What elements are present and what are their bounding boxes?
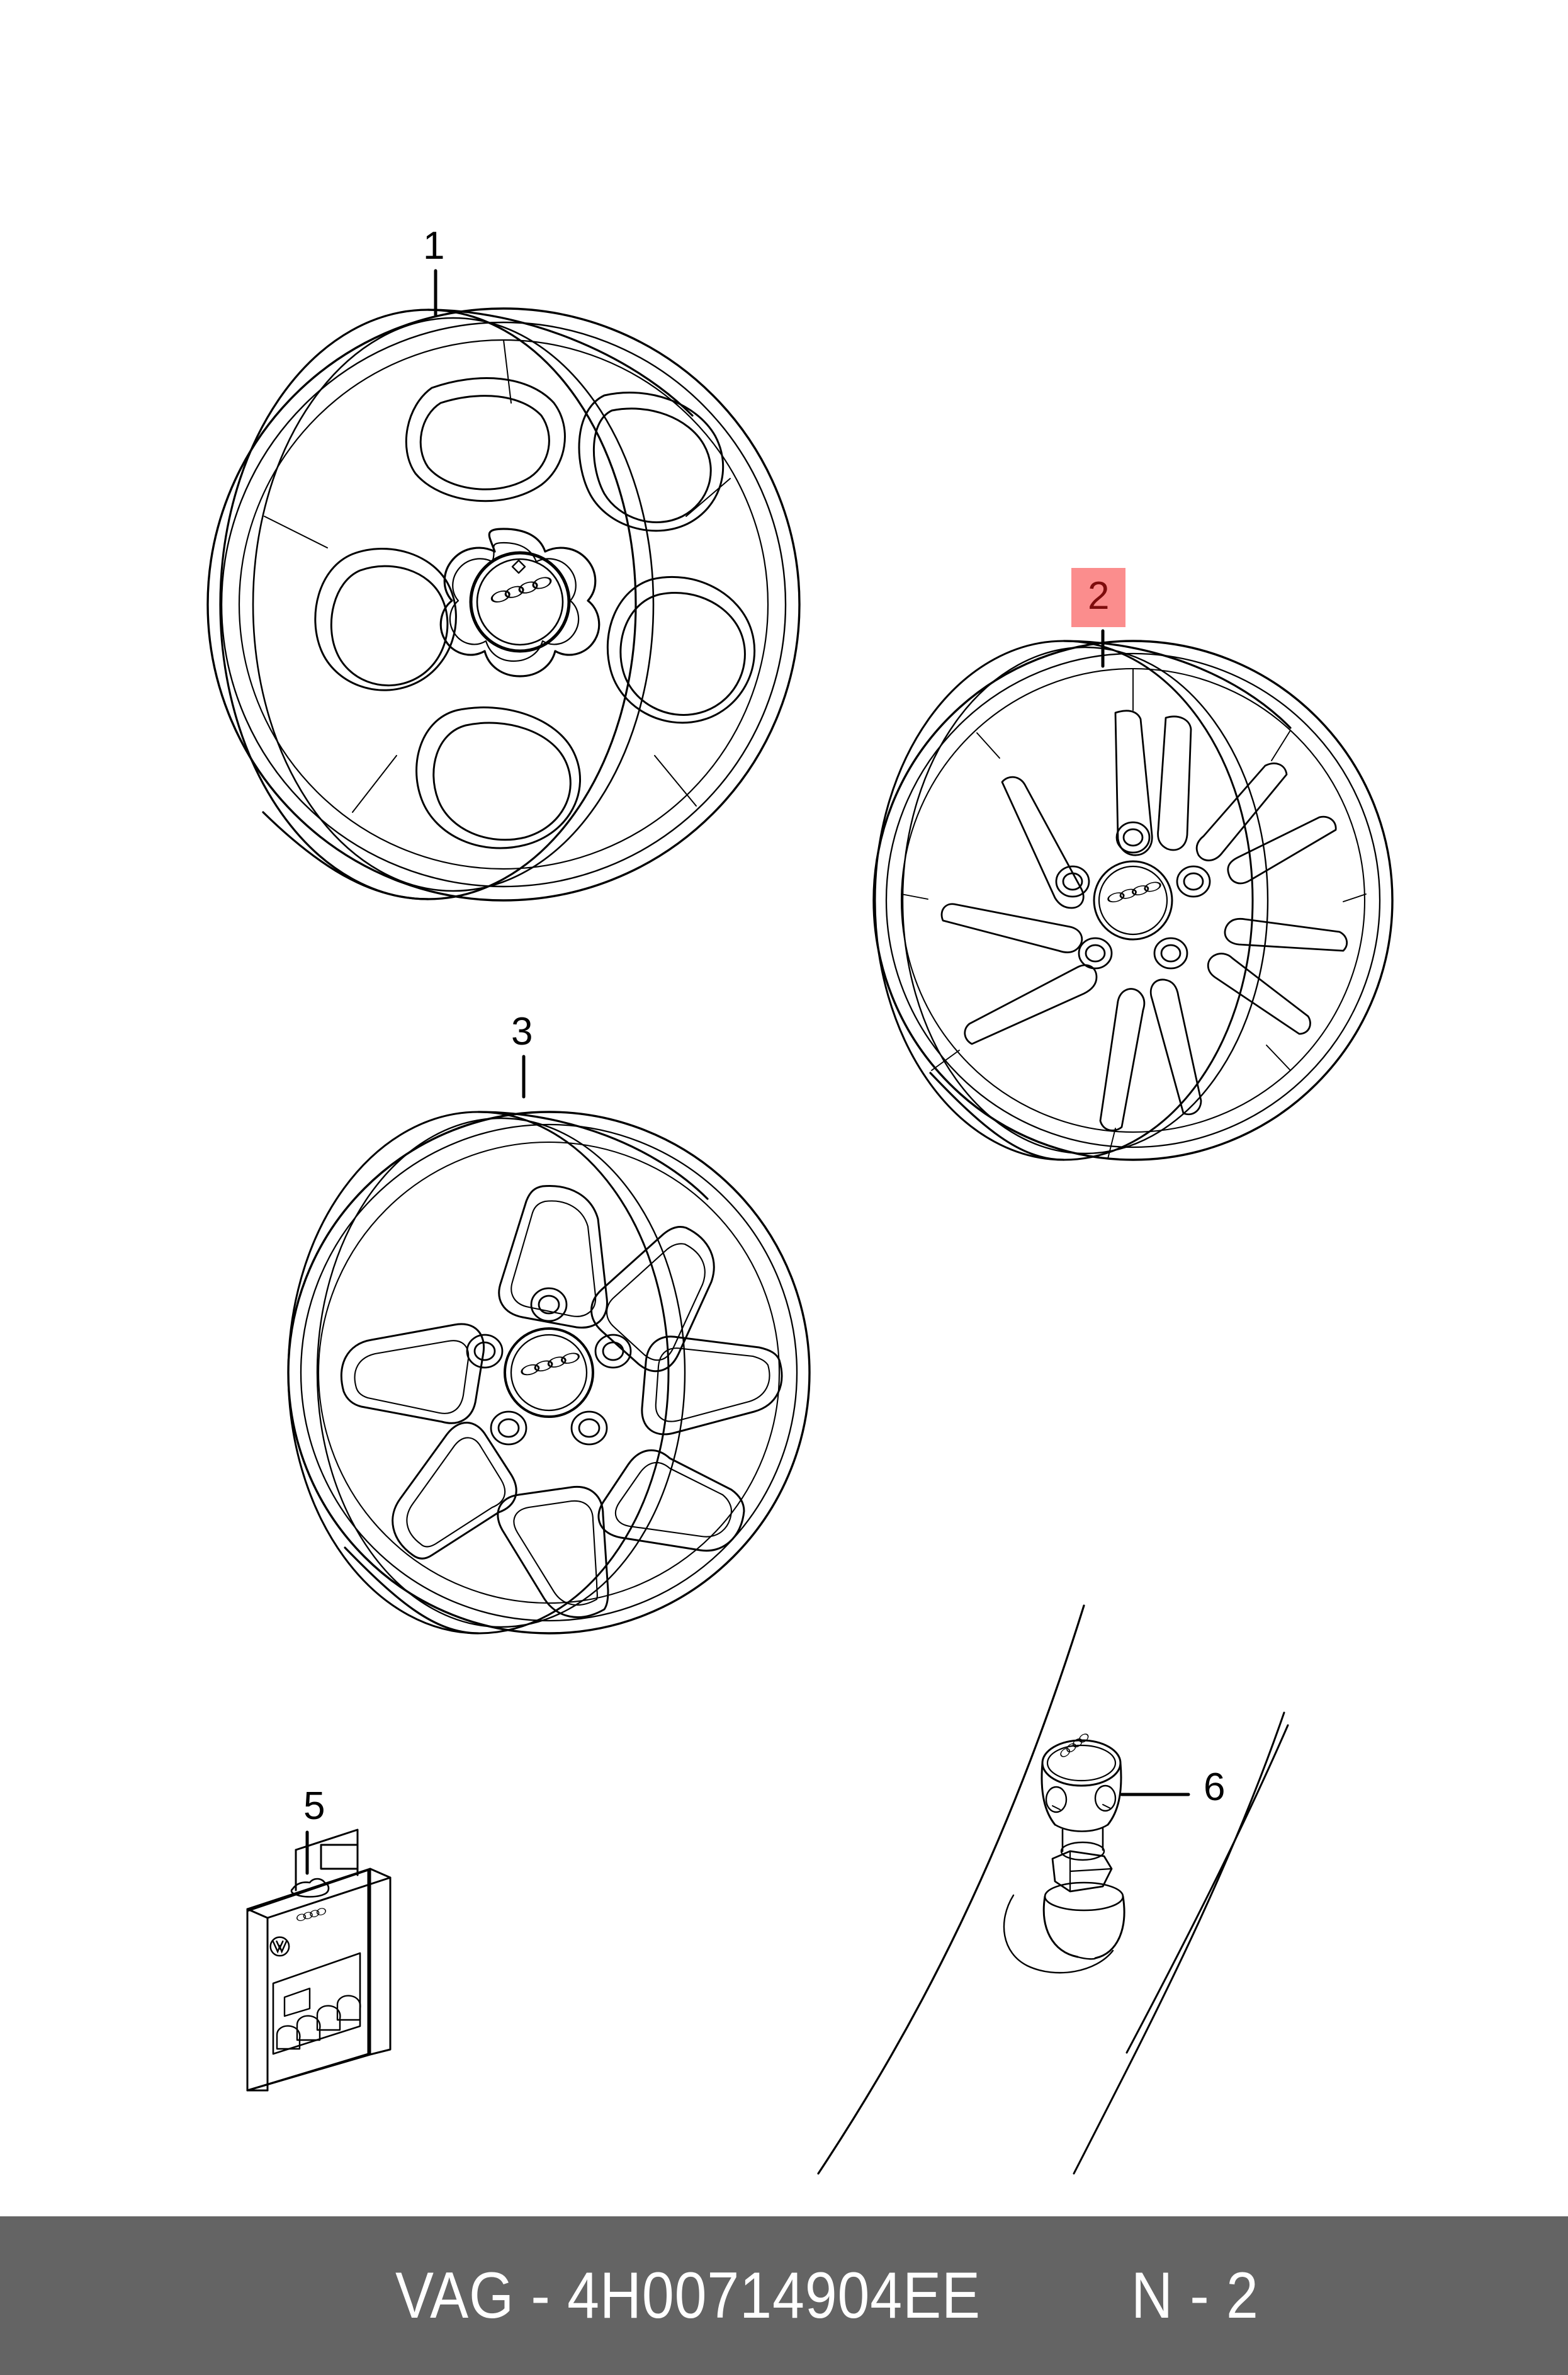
page-number-text: N - 2 — [1131, 2259, 1259, 2332]
callout-label-5[interactable]: 5 — [303, 1784, 325, 1828]
callout-label-1[interactable]: 1 — [423, 224, 445, 268]
part-wheel-1 — [206, 269, 801, 902]
footer-bar: VAG - 4H00714904EE N - 2 — [0, 2216, 1568, 2375]
callout-label-2[interactable]: 2 — [1071, 568, 1126, 627]
footer-content: VAG - 4H00714904EE N - 2 — [395, 2259, 1276, 2333]
part-number-text: VAG - 4H00714904EE — [395, 2259, 981, 2332]
part-wheel-3 — [287, 1055, 811, 1635]
callout-label-6[interactable]: 6 — [1204, 1766, 1226, 1809]
callout-label-3[interactable]: 3 — [511, 1010, 533, 1053]
part-blister-pack-5 — [246, 1828, 392, 2092]
part-valve-cap-6 — [817, 1604, 1289, 2175]
part-wheel-2 — [872, 629, 1394, 1161]
